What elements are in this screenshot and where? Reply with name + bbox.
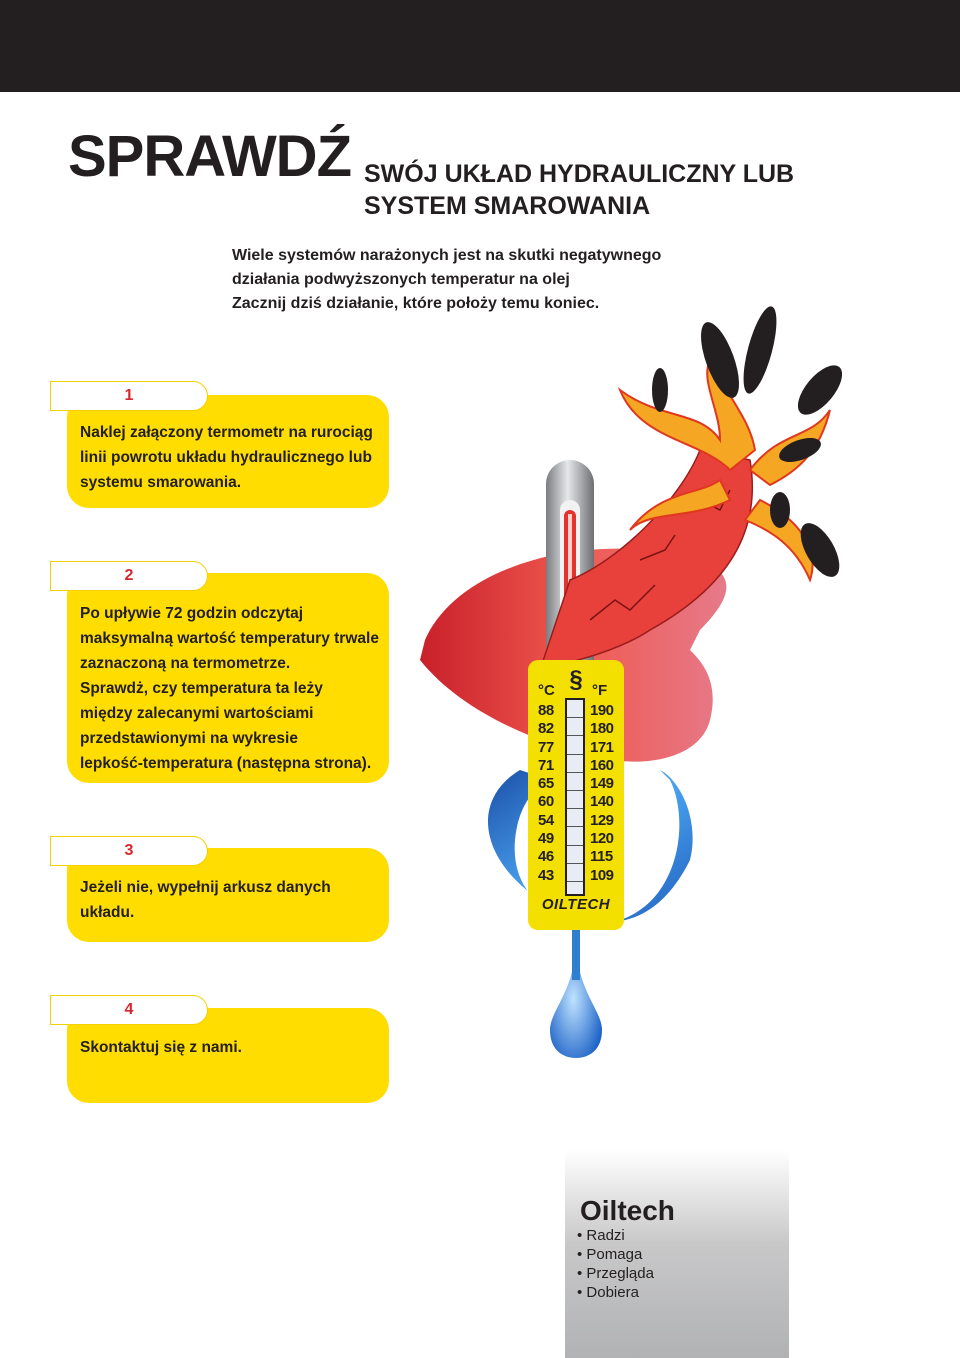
step-text-line: Sprawdż, czy temperatura ta leży	[80, 680, 323, 697]
oiltech-panel	[565, 1150, 789, 1358]
celsius-value: 71	[538, 756, 554, 774]
company-name: Oiltech	[580, 1195, 675, 1226]
company-services: • Radzi • Pomaga • Przegląda • Dobiera	[577, 1226, 654, 1302]
fahrenheit-value: 129	[590, 811, 614, 829]
service-item: • Pomaga	[577, 1246, 643, 1263]
step-3-box: Jeżeli nie, wypełnij arkusz danych układ…	[67, 848, 389, 942]
step-text-line: Po upływie 72 godzin odczytaj	[80, 605, 304, 622]
step-text-line: lepkość-temperatura (następna strona).	[80, 755, 372, 772]
step-text-line: Jeżeli nie, wypełnij arkusz danych	[80, 879, 331, 896]
step-2-number: 2	[50, 561, 208, 591]
step-text-line: układu.	[80, 904, 135, 921]
celsius-value: 88	[538, 702, 554, 719]
fahrenheit-value: 149	[590, 775, 614, 793]
page-subtitle: SWÓJ UKŁAD HYDRAULICZNY LUB SYSTEM SMARO…	[364, 158, 794, 222]
top-bar	[0, 0, 960, 92]
step-3-number: 3	[50, 836, 208, 866]
fahrenheit-value: 120	[590, 830, 614, 848]
step-text-line: między zalecanymi wartościami	[80, 705, 314, 722]
step-text-line: systemu smarowania.	[80, 474, 242, 491]
oiltech-logo-icon: §	[569, 666, 583, 693]
celsius-scale: 88 82 77 71 65 60 54 49 46 43	[538, 702, 554, 885]
step-text-line: Skontaktuj się z nami.	[80, 1039, 242, 1056]
celsius-value: 77	[538, 738, 554, 756]
intro-line: Wiele systemów narażonych jest na skutki…	[232, 247, 662, 264]
intro-line: Zacznij dziś działanie, które położy tem…	[232, 295, 600, 312]
thermometer-illustration	[420, 306, 843, 1058]
service-item: • Radzi	[577, 1227, 625, 1244]
intro-line: działania podwyższonych temperatur na ol…	[232, 271, 570, 288]
fahrenheit-value: 115	[590, 848, 613, 866]
service-item: • Przegląda	[577, 1265, 654, 1282]
step-4-number: 4	[50, 995, 208, 1025]
fahrenheit-value: 109	[590, 866, 614, 884]
thermometer-scale	[565, 698, 585, 896]
celsius-value: 46	[538, 848, 554, 866]
page-title: SPRAWDŹ	[68, 124, 352, 189]
subtitle-line-1: SWÓJ UKŁAD HYDRAULICZNY LUB	[364, 160, 795, 188]
fahrenheit-value: 180	[590, 720, 614, 738]
intro-text: Wiele systemów narażonych jest na skutki…	[232, 244, 661, 316]
blue-ribbon	[487, 770, 693, 923]
step-text-line: zaznaczoną na termometrze.	[80, 655, 291, 672]
celsius-value: 60	[538, 793, 554, 811]
fahrenheit-scale: 190 180 171 160 149 140 129 120 115 109	[590, 702, 614, 885]
unit-celsius: °C	[538, 682, 555, 699]
celsius-value: 65	[538, 775, 554, 793]
subtitle-line-2: SYSTEM SMAROWANIA	[364, 192, 651, 220]
step-1-number: 1	[50, 381, 208, 411]
celsius-value: 82	[538, 720, 554, 738]
service-item: • Dobiera	[577, 1284, 639, 1301]
fahrenheit-value: 190	[590, 702, 614, 719]
smoke	[652, 306, 843, 577]
celsius-value: 43	[538, 866, 554, 884]
fahrenheit-value: 160	[590, 756, 614, 774]
step-text-line: Naklej załączony termometr na rurociąg	[80, 424, 373, 441]
celsius-value: 54	[538, 811, 554, 829]
celsius-value: 49	[538, 830, 554, 848]
thermometer-label: § °C °F 88 82 77 71 65 60 54 49 46 43 19…	[528, 660, 624, 930]
fahrenheit-value: 171	[590, 738, 614, 756]
drop	[550, 940, 602, 1058]
step-2-box: Po upływie 72 godzin odczytaj maksymalną…	[67, 573, 389, 783]
step-text-line: maksymalną wartość temperatury trwale	[80, 630, 379, 647]
step-text-line: linii powrotu układu hydraulicznego lub	[80, 449, 372, 466]
unit-fahrenheit: °F	[592, 682, 608, 699]
step-text-line: przedstawionymi na wykresie	[80, 730, 298, 747]
thermometer-brand: OILTECH	[541, 896, 611, 913]
step-1-box: Naklej załączony termometr na rurociąg l…	[67, 395, 389, 508]
fahrenheit-value: 140	[590, 793, 614, 811]
